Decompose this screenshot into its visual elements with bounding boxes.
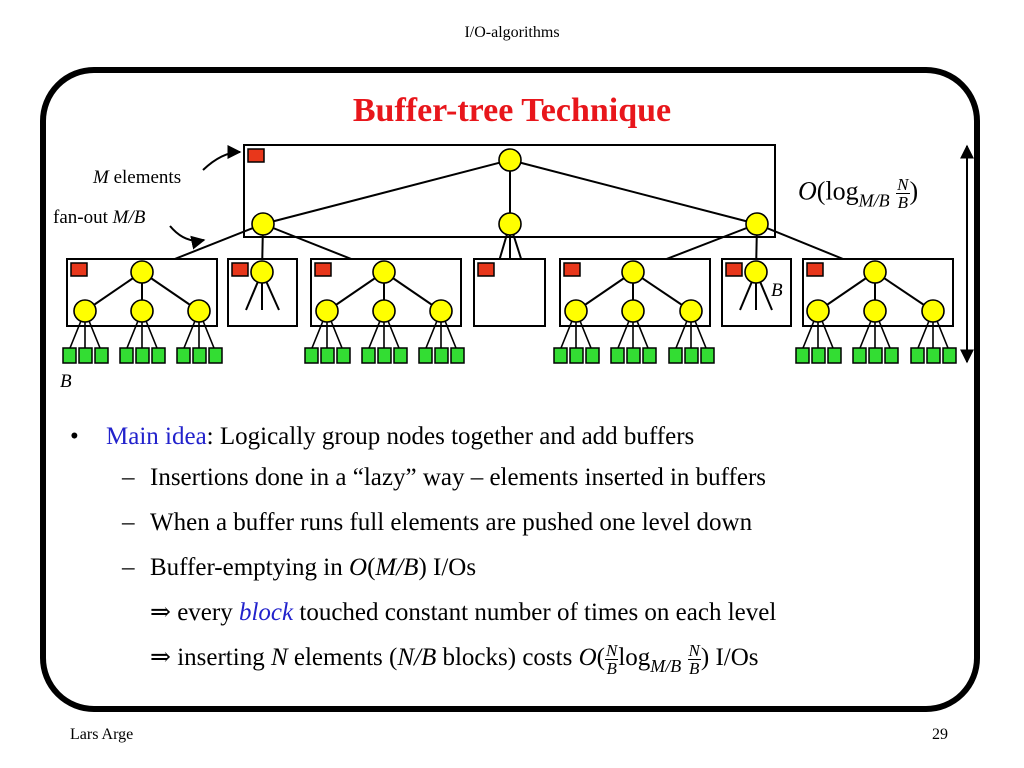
fanout-label: fan-out M/B — [53, 207, 146, 228]
fanout-arrow — [169, 225, 206, 250]
slide-title: Buffer-tree Technique — [352, 92, 672, 129]
tree-nodes — [73, 148, 945, 323]
b-label-left: B — [60, 371, 72, 392]
bullet-buffer-full: –When a buffer runs full elements are pu… — [122, 509, 753, 536]
footer-author: Lars Arge — [70, 726, 134, 743]
slide-frame — [40, 67, 980, 712]
bullet-inserting-cost: ⇒ inserting N elements (N/B blocks) cost… — [150, 640, 759, 678]
b-label-right: B — [771, 280, 783, 301]
bullet-main-idea: •Main idea: Logically group nodes togeth… — [70, 423, 695, 450]
m-elements-label: M elements — [93, 167, 182, 188]
bullet-buffer-emptying: –Buffer-emptying in O(M/B) I/Os — [122, 554, 477, 581]
block-4 — [473, 258, 546, 327]
bullet-insertions: –Insertions done in a “lazy” way – eleme… — [122, 464, 767, 491]
slide-header: I/O-algorithms — [464, 24, 560, 41]
leaf-blocks — [62, 347, 957, 364]
buffer-tree-diagram — [62, 144, 974, 364]
root-buffer — [247, 148, 265, 163]
elements-arrow — [202, 145, 242, 171]
bullet-every-block: ⇒ every block touched constant number of… — [150, 599, 777, 626]
footer-page-number: 29 — [932, 726, 948, 743]
